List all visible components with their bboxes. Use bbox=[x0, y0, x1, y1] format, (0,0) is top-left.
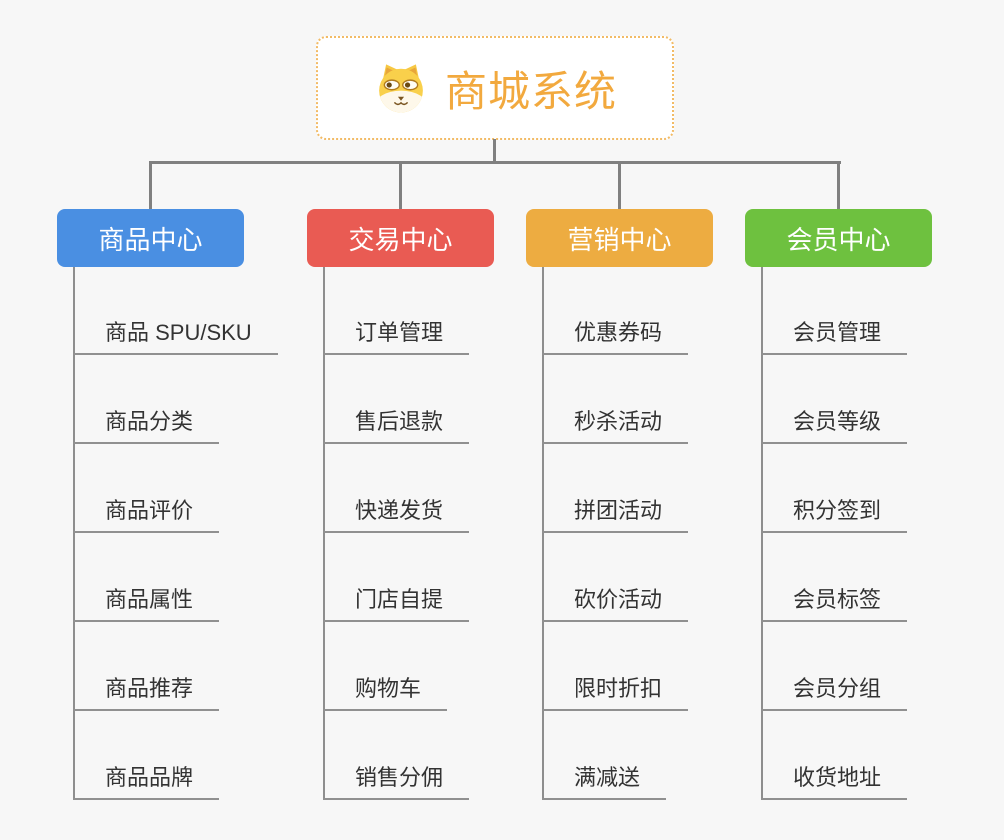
leaf-rail-member-center bbox=[761, 267, 763, 800]
leaf-node[interactable]: 商品评价 bbox=[73, 493, 220, 533]
root-connector-stub bbox=[493, 139, 496, 162]
leaf-node[interactable]: 满减送 bbox=[542, 760, 667, 800]
branch-node-marketing-center[interactable]: 营销中心 bbox=[526, 209, 713, 267]
leaf-node[interactable]: 快递发货 bbox=[323, 493, 470, 533]
leaf-node[interactable]: 销售分佣 bbox=[323, 760, 470, 800]
leaf-node[interactable]: 商品推荐 bbox=[73, 671, 220, 711]
leaf-node[interactable]: 商品属性 bbox=[73, 582, 220, 622]
leaf-rail-marketing-center bbox=[542, 267, 544, 800]
branch-node-trade-center[interactable]: 交易中心 bbox=[307, 209, 494, 267]
main-horizontal-connector bbox=[149, 161, 841, 164]
leaf-node[interactable]: 商品分类 bbox=[73, 404, 220, 444]
leaf-node[interactable]: 限时折扣 bbox=[542, 671, 689, 711]
leaf-rail-product-center bbox=[73, 267, 75, 800]
leaf-node[interactable]: 砍价活动 bbox=[542, 582, 689, 622]
leaf-node[interactable]: 收货地址 bbox=[761, 760, 908, 800]
leaf-node[interactable]: 商品 SPU/SKU bbox=[73, 315, 278, 355]
leaf-node[interactable]: 拼团活动 bbox=[542, 493, 689, 533]
leaf-node[interactable]: 会员标签 bbox=[761, 582, 908, 622]
leaf-node[interactable]: 商品品牌 bbox=[73, 760, 220, 800]
leaf-node[interactable]: 优惠券码 bbox=[542, 315, 689, 355]
leaf-node[interactable]: 秒杀活动 bbox=[542, 404, 689, 444]
leaf-node[interactable]: 会员管理 bbox=[761, 315, 908, 355]
leaf-rail-trade-center bbox=[323, 267, 325, 800]
leaf-node[interactable]: 门店自提 bbox=[323, 582, 470, 622]
leaf-node[interactable]: 积分签到 bbox=[761, 493, 908, 533]
root-title: 商城系统 bbox=[444, 67, 617, 115]
dog-face-icon bbox=[379, 64, 423, 113]
leaf-node[interactable]: 售后退款 bbox=[323, 404, 470, 444]
leaf-node[interactable]: 会员分组 bbox=[761, 671, 908, 711]
root-node[interactable]: 商城系统 bbox=[316, 36, 674, 140]
branch-connector-trade-center bbox=[399, 161, 402, 209]
branch-connector-marketing-center bbox=[618, 161, 621, 209]
branch-connector-product-center bbox=[149, 161, 152, 209]
leaf-node[interactable]: 购物车 bbox=[323, 671, 448, 711]
branch-node-product-center[interactable]: 商品中心 bbox=[57, 209, 244, 267]
branch-connector-member-center bbox=[837, 161, 840, 209]
branch-node-member-center[interactable]: 会员中心 bbox=[745, 209, 932, 267]
leaf-node[interactable]: 订单管理 bbox=[323, 315, 470, 355]
leaf-node[interactable]: 会员等级 bbox=[761, 404, 908, 444]
